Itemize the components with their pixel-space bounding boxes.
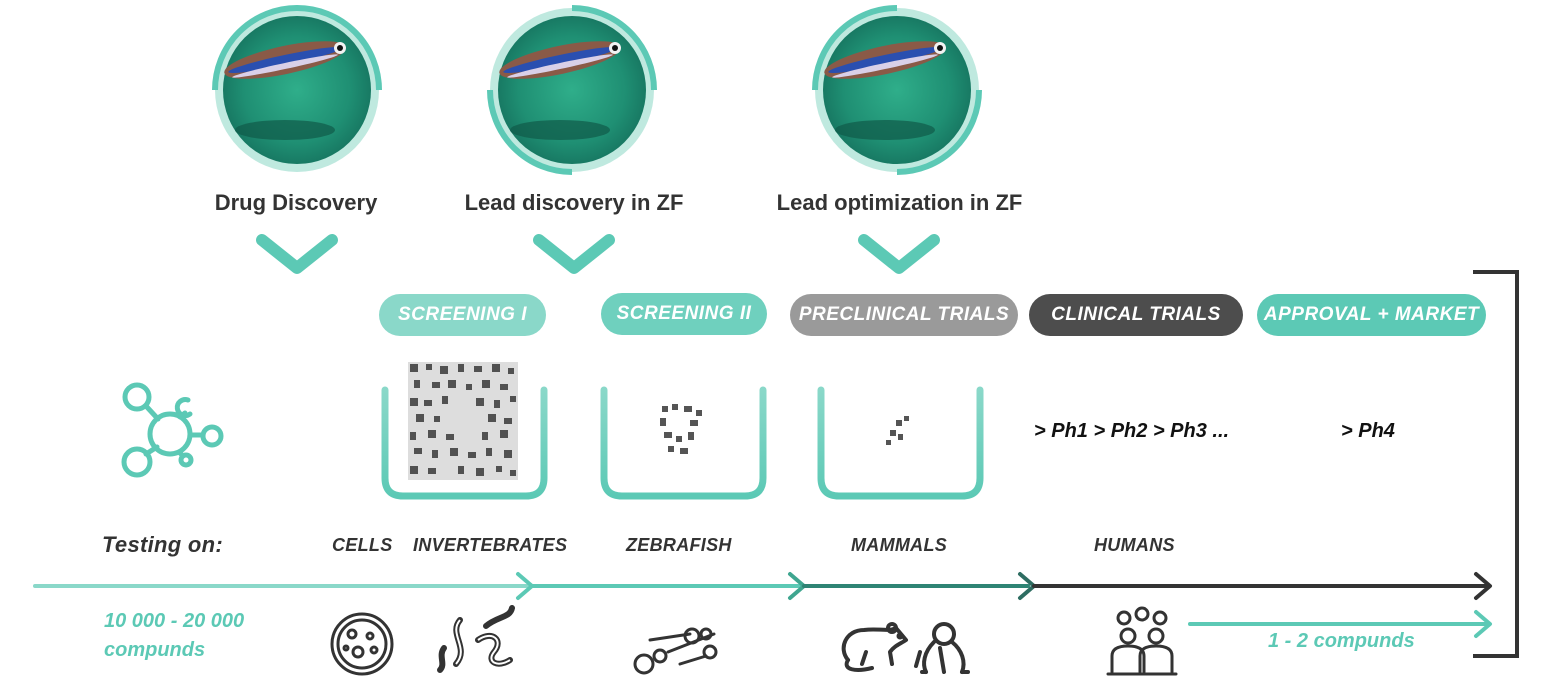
fish-image-1 bbox=[212, 5, 382, 172]
organism-humans: HUMANS bbox=[1094, 535, 1175, 555]
phases-market: > Ph4 bbox=[1341, 420, 1395, 442]
compounds-end: 1 - 2 compunds bbox=[1268, 630, 1415, 652]
stage-title-drug-discovery: Drug Discovery bbox=[214, 190, 378, 215]
stage-title-lead-discovery: Lead discovery in ZF bbox=[464, 190, 684, 215]
fish-image-3 bbox=[812, 5, 982, 175]
pill-approval-market: APPROVAL + MARKET bbox=[1257, 294, 1486, 336]
zebrafish-larvae-icon bbox=[633, 627, 718, 675]
well-icon bbox=[381, 386, 984, 500]
fish-image-2 bbox=[487, 5, 657, 175]
monkey-icon bbox=[914, 622, 970, 674]
worms-icon bbox=[437, 605, 515, 673]
timeline-arrow bbox=[33, 572, 1492, 638]
organism-zebrafish: ZEBRAFISH bbox=[626, 535, 732, 555]
compounds-start-count: 10 000 - 20 000 bbox=[104, 610, 245, 632]
chevron-down-icon bbox=[858, 234, 940, 274]
pill-screening-1: SCREENING I bbox=[379, 294, 546, 336]
stage-title-lead-optimization: Lead optimization in ZF bbox=[776, 190, 1023, 215]
people-icon bbox=[1106, 606, 1178, 676]
compounds-start-unit: compunds bbox=[104, 639, 206, 661]
well-content-mammals bbox=[886, 416, 909, 445]
pill-preclinical-trials: PRECLINICAL TRIALS bbox=[790, 294, 1018, 336]
organism-mammals: MAMMALS bbox=[851, 535, 948, 555]
pill-clinical-trials: CLINICAL TRIALS bbox=[1029, 294, 1243, 336]
phases-clinical: > Ph1 > Ph2 > Ph3 ... bbox=[1034, 420, 1230, 442]
bracket bbox=[1473, 270, 1519, 658]
chevron-down-icon bbox=[533, 234, 615, 274]
well-content-cells bbox=[408, 362, 518, 480]
rat-icon bbox=[841, 622, 908, 672]
molecule-icon bbox=[121, 382, 224, 478]
organism-invertebrates: INVERTEBRATES bbox=[413, 535, 568, 555]
testing-on-label: Testing on: bbox=[102, 532, 224, 557]
well-content-zebrafish bbox=[660, 404, 702, 454]
organism-cells: CELLS bbox=[332, 535, 393, 555]
petri-dish-icon bbox=[330, 612, 394, 676]
pill-screening-2: SCREENING II bbox=[601, 293, 767, 335]
chevron-down-icon bbox=[256, 234, 338, 274]
